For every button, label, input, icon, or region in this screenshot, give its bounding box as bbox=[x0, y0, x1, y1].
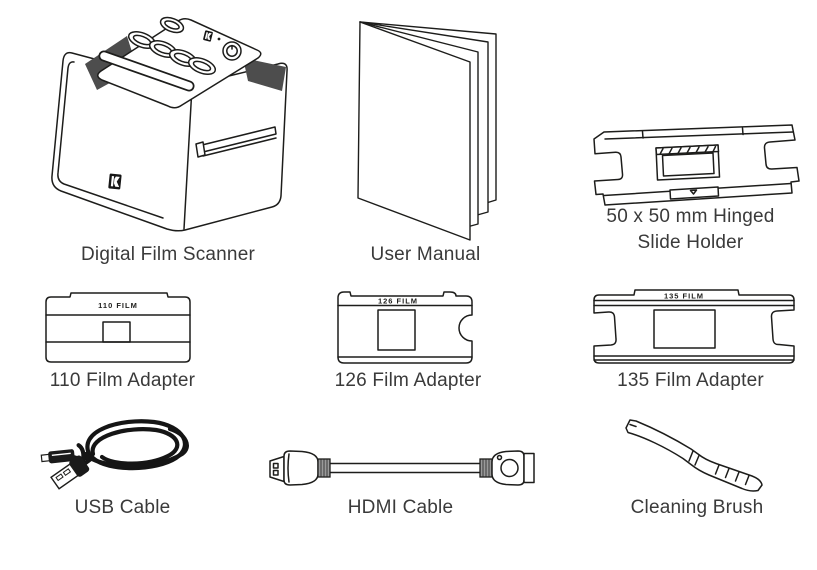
caption-adapter-135: 135 Film Adapter bbox=[598, 369, 783, 393]
usb-cable-drawing bbox=[40, 419, 189, 490]
cleaning-brush-drawing bbox=[625, 419, 763, 492]
adapter-126-drawing: 126 FILM bbox=[337, 291, 473, 364]
kodak-logo-front bbox=[108, 173, 122, 190]
hdmi-cable-drawing bbox=[269, 450, 535, 486]
mini-usb-connector bbox=[40, 449, 75, 464]
caption-hdmi-cable-text: HDMI Cable bbox=[347, 497, 454, 518]
kodak-logo-top bbox=[203, 30, 213, 42]
user-manual-drawing bbox=[357, 21, 497, 241]
caption-user-manual: User Manual bbox=[333, 243, 518, 267]
manual-cover bbox=[357, 21, 471, 241]
right-grip-pad bbox=[243, 58, 286, 91]
adapter-110-illustration: 110 FILM bbox=[36, 288, 196, 366]
adapter-135-engraving: 135 FILM bbox=[664, 292, 704, 301]
scanner-buttons bbox=[127, 16, 217, 75]
caption-cleaning-brush: Cleaning Brush bbox=[602, 496, 792, 520]
hdmi-plug-left bbox=[269, 450, 331, 486]
power-button bbox=[222, 41, 242, 61]
usb-cable-illustration bbox=[36, 410, 201, 495]
caption-slide-holder-line2: Slide Holder bbox=[637, 232, 744, 253]
caption-slide-holder: 50 x 50 mm Hinged Slide Holder bbox=[578, 204, 803, 256]
slide-holder-drawing bbox=[593, 124, 800, 206]
caption-slide-holder-line1: 50 x 50 mm Hinged bbox=[606, 206, 775, 227]
adapter-135-illustration: 135 FILM bbox=[589, 286, 804, 368]
caption-adapter-110: 110 Film Adapter bbox=[30, 369, 215, 393]
caption-adapter-126-text: 126 Film Adapter bbox=[334, 370, 482, 391]
adapter-126-engraving: 126 FILM bbox=[378, 297, 418, 306]
caption-usb-cable: USB Cable bbox=[30, 496, 215, 520]
hdmi-plug-right bbox=[479, 450, 535, 486]
usb-a-connector bbox=[50, 443, 90, 490]
film-scanner-drawing bbox=[51, 16, 288, 232]
caption-film-scanner: Digital Film Scanner bbox=[36, 243, 300, 267]
caption-cleaning-brush-text: Cleaning Brush bbox=[630, 497, 764, 518]
indicator-dot bbox=[217, 37, 221, 41]
usb-cable-coil bbox=[70, 419, 189, 471]
caption-adapter-135-text: 135 Film Adapter bbox=[617, 370, 764, 391]
adapter-135-drawing: 135 FILM bbox=[593, 289, 795, 364]
film-scanner-illustration bbox=[45, 8, 290, 243]
cleaning-brush-illustration bbox=[615, 412, 770, 492]
caption-film-scanner-text: Digital Film Scanner bbox=[81, 244, 255, 265]
caption-user-manual-text: User Manual bbox=[370, 244, 481, 265]
hdmi-cable-illustration bbox=[266, 436, 536, 494]
slide-holder-illustration bbox=[589, 120, 804, 212]
caption-adapter-110-text: 110 Film Adapter bbox=[49, 370, 196, 391]
adapter-126-illustration: 126 FILM bbox=[332, 287, 482, 367]
caption-hdmi-cable: HDMI Cable bbox=[308, 496, 493, 520]
user-manual-illustration bbox=[350, 12, 515, 242]
caption-usb-cable-text: USB Cable bbox=[74, 497, 171, 518]
adapter-110-engraving: 110 FILM bbox=[98, 301, 138, 310]
adapter-110-drawing: 110 FILM bbox=[45, 292, 191, 363]
caption-adapter-126: 126 Film Adapter bbox=[318, 369, 498, 393]
